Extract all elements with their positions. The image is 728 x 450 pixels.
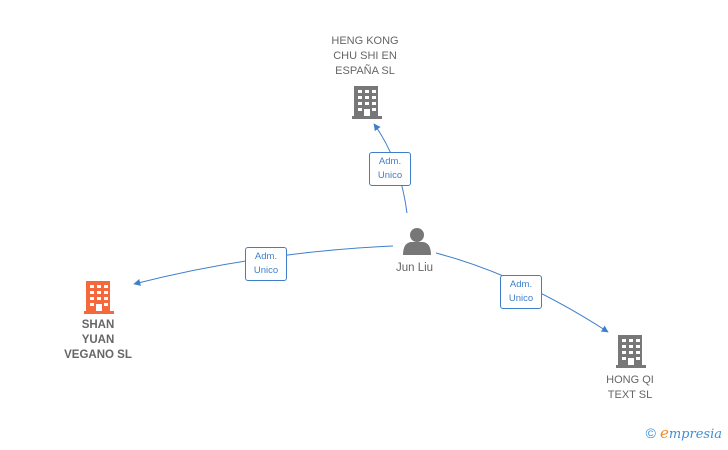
brand-name-rest: mpresia (668, 427, 722, 442)
building-icon[interactable] (84, 281, 114, 314)
empresia-logo: empresia (660, 424, 722, 442)
brand-initial: e (659, 424, 669, 442)
relation-label-hong-qi[interactable]: Adm. Unico (500, 275, 542, 309)
copyright-symbol: © (645, 425, 656, 441)
footer-brand[interactable]: © empresia (646, 424, 722, 442)
building-icon[interactable] (352, 86, 382, 119)
building-icon[interactable] (616, 335, 646, 368)
person-icon[interactable] (403, 228, 431, 255)
relation-label-shan-yuan[interactable]: Adm. Unico (245, 247, 287, 281)
relation-label-heng-kong[interactable]: Adm. Unico (369, 152, 411, 186)
person-name-label[interactable]: Jun Liu (396, 262, 434, 274)
company-label-shan-yuan[interactable]: SHAN YUAN VEGANO SL (64, 319, 132, 361)
company-label-hong-qi[interactable]: HONG QI TEXT SL (606, 374, 654, 401)
company-label-heng-kong[interactable]: HENG KONG CHU SHI EN ESPAÑA SL (331, 35, 399, 77)
